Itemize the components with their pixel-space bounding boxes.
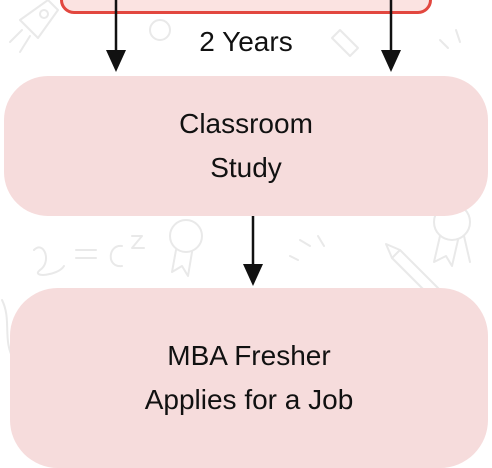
arrow-classroom-to-fresher [243, 216, 263, 286]
classroom-study-line-1: Classroom [179, 108, 313, 139]
classroom-study-node: Classroom Study [4, 76, 488, 216]
mba-fresher-node: MBA Fresher Applies for a Job [10, 288, 488, 468]
classroom-study-line-2: Study [210, 152, 282, 183]
mba-fresher-line-2: Applies for a Job [144, 384, 354, 415]
math-formula-doodle [33, 235, 145, 276]
arrow-left-down [106, 0, 126, 72]
award-ribbon-icon [169, 219, 203, 277]
duration-label: 2 Years [199, 26, 293, 57]
mba-fresher-line-1: MBA Fresher [167, 340, 331, 371]
arrow-right-down [381, 0, 401, 72]
